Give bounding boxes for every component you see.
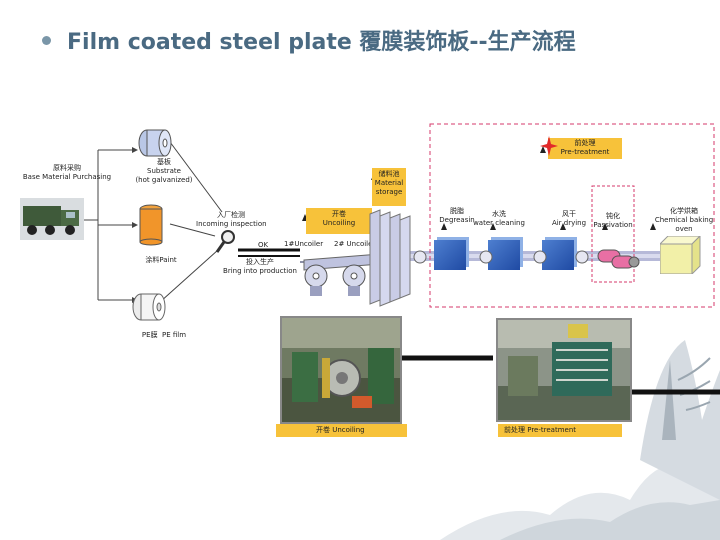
purchasing-cn: 原料采购 [53, 164, 81, 172]
water-cleaning-label: 水洗 water cleaning [472, 210, 526, 228]
uncoiling-photo [280, 316, 402, 424]
purchasing-label: 原料采购 Base Material Purchasing [20, 164, 114, 182]
degreasing-en: Degreasin [439, 216, 475, 224]
uncoiling-photo-label: 开卷 Uncoiling [276, 424, 407, 437]
water-cleaning-tank [488, 240, 520, 270]
pe-film-cn: PE膜 [141, 331, 158, 339]
storage-en: Material [374, 179, 404, 187]
substrate-label: 基板 Substrate (hot galvanized) [128, 158, 200, 185]
water-cn: 水洗 [492, 210, 506, 218]
pretreatment-box: 前处理 Pre-treatment [548, 138, 622, 159]
degreasing-label: 脱脂 Degreasin [436, 207, 478, 225]
inspection-label: 入厂检测 Incoming inspection [196, 211, 267, 229]
uncoiler-machines [303, 253, 381, 296]
baking-oven-label: 化学烘箱 Chemical baking oven [654, 207, 714, 234]
air-drying-label: 风干 Air drying [548, 210, 590, 228]
inspection-en: Incoming inspection [196, 220, 267, 228]
pretreatment-machine-image [498, 320, 630, 420]
uncoiling-box: 开卷 Uncoiling [306, 208, 372, 234]
substrate-en: Substrate [147, 167, 181, 175]
page-title: Film coated steel plate 覆膜装饰板--生产流程 [67, 30, 576, 55]
bullet-icon [42, 35, 51, 45]
baking-en: Chemical baking [654, 216, 714, 224]
storage-accumulator [369, 209, 411, 307]
purchasing-en: Base Material Purchasing [22, 173, 112, 181]
bring-cn: 投入生产 [246, 258, 274, 266]
storage-en2: storage [375, 188, 403, 196]
uncoiling-en: Uncoiling [322, 219, 356, 227]
truck-icon [20, 198, 84, 240]
pretreatment-cn: 前处理 [574, 139, 596, 147]
star-icon [540, 136, 558, 156]
pretreatment-en: Pre-treatment [560, 148, 610, 156]
magnifier-icon [215, 230, 235, 253]
uncoiling-cn: 开卷 [332, 210, 346, 218]
pretreatment-photo-label: 前处理 Pre-treatment [498, 424, 622, 437]
pe-film-label: PE膜 PE film [136, 331, 192, 340]
inspection-cn: 入厂检测 [217, 211, 245, 219]
air-drying-tank [542, 240, 574, 270]
steel-coil-icon [138, 129, 172, 157]
baking-cn: 化学烘箱 [670, 207, 698, 215]
bring-en: Bring into production [223, 267, 297, 275]
baking-en2: oven [675, 225, 693, 233]
title-row: Film coated steel plate 覆膜装饰板--生产流程 [42, 24, 576, 56]
pe-film-en: PE film [162, 331, 187, 339]
paint-bucket-icon [139, 204, 163, 246]
pretreatment-photo [496, 318, 632, 422]
passivation-cn: 钝化 [606, 212, 620, 220]
storage-box: 储料池 Material storage [372, 168, 406, 206]
bring-label: 投入生产 Bring into production [222, 258, 298, 276]
air-en: Air drying [551, 219, 587, 227]
ink-landscape-decoration [440, 340, 720, 540]
uncoiler1-label: 1#Uncoiler [284, 240, 324, 248]
paint-label: 涂料Paint [145, 256, 177, 264]
film-roll-icon [132, 293, 166, 321]
line-rollers [413, 249, 640, 269]
degreasing-cn: 脱脂 [450, 207, 464, 215]
storage-cn: 储料池 [378, 170, 400, 178]
uncoiling-machine-image [282, 318, 400, 422]
passivation-label: 钝化 Passivation [592, 212, 634, 230]
substrate-cn: 基板 [157, 158, 171, 166]
baking-oven-icon [660, 236, 701, 274]
ok-label: OK [257, 241, 269, 249]
substrate-en2: (hot galvanized) [135, 176, 193, 184]
degreasing-tank [434, 240, 466, 270]
air-cn: 风干 [562, 210, 576, 218]
uncoiler2-label: 2# Uncoiler [334, 240, 376, 248]
water-en: water cleaning [473, 219, 525, 227]
passivation-en: Passivation [593, 221, 633, 229]
